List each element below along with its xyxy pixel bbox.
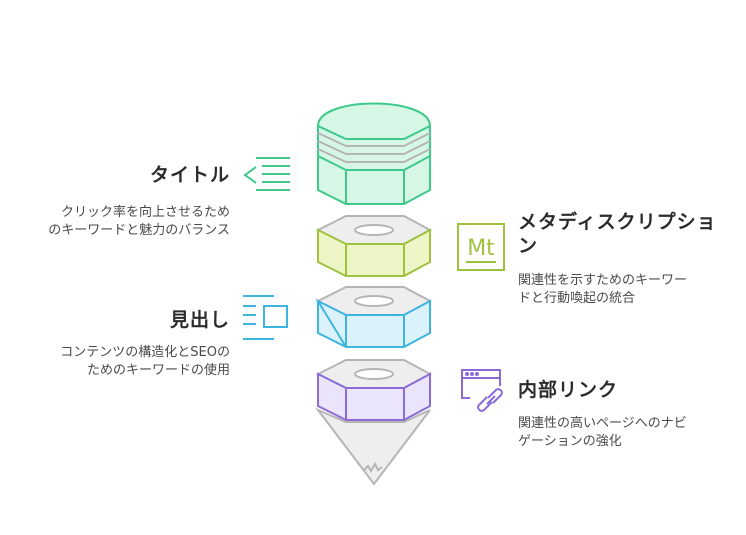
browser-link-icon <box>461 369 503 412</box>
desc-item-2-line-2: ドと行動喚起の統合 <box>518 291 636 306</box>
desc-item-1-line-2: のキーワードと魅力のバランス <box>48 223 230 238</box>
title-item-2: メタディスクリプショ ン <box>518 210 740 258</box>
title-item-2-line-1: メタディスクリプショ <box>518 211 717 233</box>
title-item-4: 内部リンク <box>518 379 619 401</box>
title-item-3: 見出し <box>169 309 230 331</box>
desc-item-3: コンテンツの構造化とSEOの ためのキーワードの使用 <box>18 344 230 380</box>
desc-item-4-line-2: ゲーションの強化 <box>518 434 622 449</box>
lime-nut-shape <box>315 215 433 277</box>
mt-badge-text: Mt <box>467 236 495 261</box>
desc-item-3-line-1: コンテンツの構造化とSEOの <box>60 345 230 360</box>
desc-item-1: クリック率を向上させるため のキーワードと魅力のバランス <box>18 204 230 240</box>
pencil-tip-shape <box>314 407 431 486</box>
text-list-icon <box>243 295 288 340</box>
desc-item-2: 関連性を示すためのキーワー ドと行動喚起の統合 <box>518 272 740 308</box>
desc-item-2-line-1: 関連性を示すためのキーワー <box>518 273 688 288</box>
desc-item-3-line-2: ためのキーワードの使用 <box>86 363 230 378</box>
title-item-1: タイトル <box>149 164 230 186</box>
desc-item-1-line-1: クリック率を向上させるため <box>60 205 230 220</box>
align-text-left-icon <box>243 157 290 191</box>
purple-nut-shape <box>315 359 433 421</box>
top-cap-shape <box>317 102 431 205</box>
title-item-2-line-2: ン <box>518 235 539 257</box>
blue-nut-shape <box>315 286 433 348</box>
desc-item-4: 関連性の高いページへのナビ ゲーションの強化 <box>518 415 740 451</box>
desc-item-4-line-1: 関連性の高いページへのナビ <box>518 416 687 431</box>
mt-badge-icon: Mt <box>457 223 505 271</box>
